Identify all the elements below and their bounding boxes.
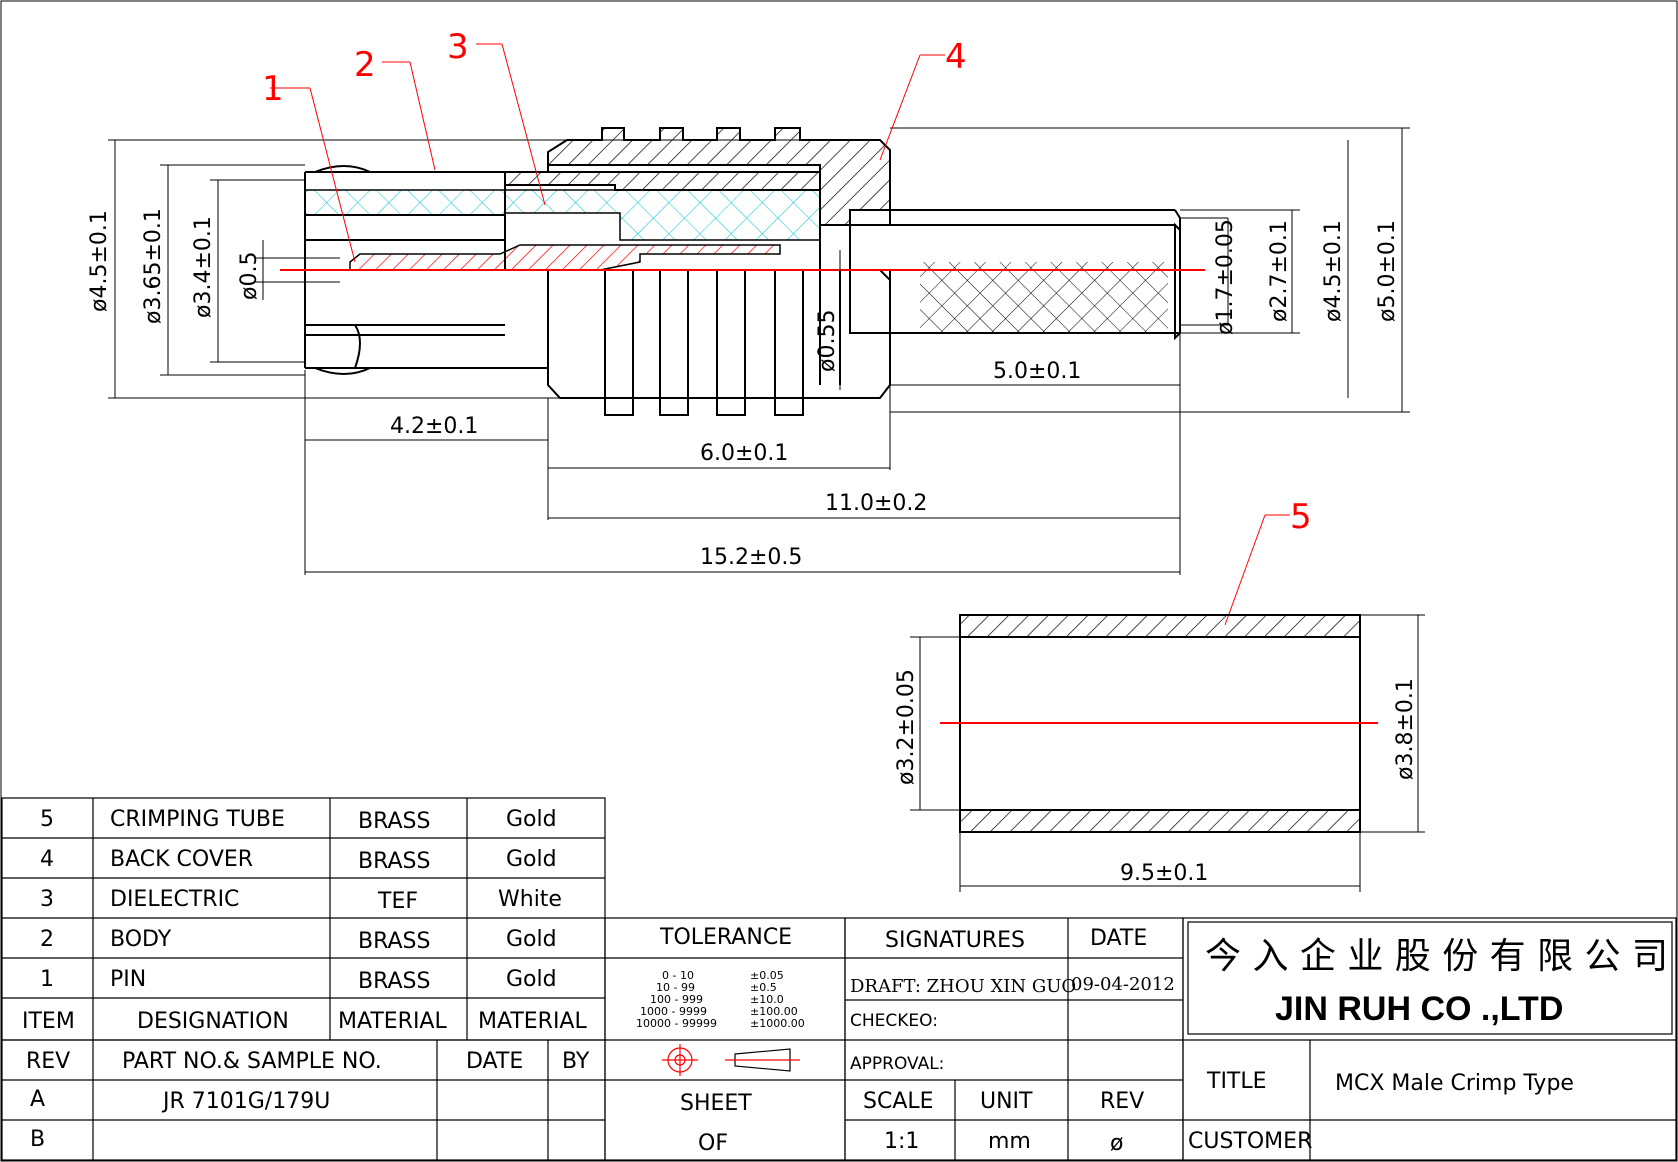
drawing-title: MCX Male Crimp Type xyxy=(1335,1071,1574,1096)
dim-l60: 6.0±0.1 xyxy=(700,441,788,466)
customer-label: CUSTOMER xyxy=(1188,1129,1312,1154)
rev-header-part: PART NO.& SAMPLE NO. xyxy=(122,1049,382,1074)
dim-d45-right: ø4.5±0.1 xyxy=(1321,220,1346,322)
unit-label: UNIT xyxy=(980,1089,1033,1114)
connector-section-view xyxy=(304,127,1181,416)
bom-material: BRASS xyxy=(358,929,430,954)
bom-material: BRASS xyxy=(358,809,430,834)
rev-header-date: DATE xyxy=(466,1049,523,1074)
rev-label: REV xyxy=(1100,1089,1144,1114)
body-part xyxy=(504,171,821,191)
callout-2: 2 xyxy=(354,45,376,85)
tolerance-value: ±0.5 xyxy=(750,981,777,994)
bom-material: TEF xyxy=(377,889,418,914)
dim-l152: 15.2±0.5 xyxy=(700,545,802,570)
bom-table-grid xyxy=(1,797,606,1041)
dim-l50: 5.0±0.1 xyxy=(993,359,1081,384)
bom-header-item: ITEM xyxy=(22,1009,75,1034)
bom-item: 1 xyxy=(40,967,54,992)
approval-label: APPROVAL: xyxy=(850,1054,944,1074)
dim-d17: ø1.7±0.05 xyxy=(1213,219,1238,335)
bom-material: BRASS xyxy=(358,969,430,994)
tolerance-value: ±1000.00 xyxy=(750,1017,805,1030)
of-label: OF xyxy=(698,1131,728,1156)
rev-header-rev: REV xyxy=(26,1049,70,1074)
bom-item: 4 xyxy=(40,847,54,872)
title-label: TITLE xyxy=(1206,1069,1267,1094)
bom-header-finish: MATERIAL xyxy=(478,1009,587,1034)
tolerance-value: ±0.05 xyxy=(750,969,784,982)
tolerance-range: 10000 - 99999 xyxy=(636,1017,717,1030)
signatures-date-label: DATE xyxy=(1090,926,1147,951)
rev-header-by: BY xyxy=(562,1049,590,1074)
dim-d32: ø3.2±0.05 xyxy=(894,669,919,785)
projection-symbol-icon xyxy=(662,1044,800,1076)
crimping-tube-view xyxy=(959,614,1361,833)
dim-d365: ø3.65±0.1 xyxy=(141,208,166,324)
dim-d05: ø0.5 xyxy=(237,252,262,300)
dim-d50: ø5.0±0.1 xyxy=(1375,220,1400,322)
signatures-title: SIGNATURES xyxy=(885,928,1025,953)
bom-finish: Gold xyxy=(506,927,557,952)
scale-label: SCALE xyxy=(863,1089,934,1114)
dim-d45: ø4.5±0.1 xyxy=(87,210,112,312)
bom-finish: Gold xyxy=(506,847,557,872)
dim-d27: ø2.7±0.1 xyxy=(1267,220,1292,322)
bom-header-material: MATERIAL xyxy=(338,1009,447,1034)
bom-designation: BACK COVER xyxy=(110,847,253,872)
bom-material: BRASS xyxy=(358,849,430,874)
bom-header-designation: DESIGNATION xyxy=(137,1009,289,1034)
tolerance-grid xyxy=(604,917,846,1161)
bom-finish: Gold xyxy=(506,807,557,832)
tolerance-title: TOLERANCE xyxy=(659,925,792,950)
bom-designation: DIELECTRIC xyxy=(110,887,239,912)
dim-l95: 9.5±0.1 xyxy=(1120,861,1208,886)
callout-3: 3 xyxy=(447,27,469,67)
tolerance-range: 0 - 10 xyxy=(662,969,694,982)
signatures-grid xyxy=(844,917,1184,1161)
callout-5: 5 xyxy=(1290,497,1312,537)
rev-row-a: A xyxy=(30,1087,45,1112)
rev-value: ø xyxy=(1110,1131,1123,1156)
callout-1: 1 xyxy=(262,69,284,109)
bom-finish: White xyxy=(498,887,562,912)
checked-label: CHECKEO: xyxy=(850,1011,938,1031)
company-name-chinese: 今 入 企 业 股 份 有 限 公 司 xyxy=(1205,936,1668,977)
bom-designation: BODY xyxy=(110,927,172,952)
dim-l110: 11.0±0.2 xyxy=(825,491,927,516)
company-name-english: JIN RUH CO .,LTD xyxy=(1275,990,1563,1028)
scale-value: 1:1 xyxy=(884,1129,919,1154)
pin-part xyxy=(349,244,781,271)
dimension-lines xyxy=(108,43,1410,626)
bom-finish: Gold xyxy=(506,967,557,992)
unit-value: mm xyxy=(988,1129,1031,1154)
dim-d34: ø3.4±0.1 xyxy=(191,216,216,318)
company-grid xyxy=(1182,917,1677,1161)
sheet-label: SHEET xyxy=(680,1091,752,1116)
bom-item: 3 xyxy=(40,887,54,912)
draft-signature: DRAFT: ZHOU XIN GUO xyxy=(850,976,1076,997)
bom-designation: CRIMPING TUBE xyxy=(110,807,285,832)
dim-d055: ø0.55 xyxy=(815,310,840,372)
tolerance-range: 100 - 999 xyxy=(650,993,703,1006)
draft-date: 09-04-2012 xyxy=(1071,974,1175,995)
tolerance-range: 1000 - 9999 xyxy=(640,1005,707,1018)
bom-designation: PIN xyxy=(110,967,146,992)
bom-item: 5 xyxy=(40,807,54,832)
tolerance-value: ±100.00 xyxy=(750,1005,798,1018)
callout-4: 4 xyxy=(945,37,967,77)
dim-d38: ø3.8±0.1 xyxy=(1393,678,1418,780)
rev-row-b: B xyxy=(30,1127,45,1152)
braid-area xyxy=(920,262,1168,334)
rev-part-a: JR 7101G/179U xyxy=(161,1089,330,1114)
tolerance-range: 10 - 99 xyxy=(656,981,695,994)
tolerance-value: ±10.0 xyxy=(750,993,784,1006)
dim-l42: 4.2±0.1 xyxy=(390,414,478,439)
bom-item: 2 xyxy=(40,927,54,952)
